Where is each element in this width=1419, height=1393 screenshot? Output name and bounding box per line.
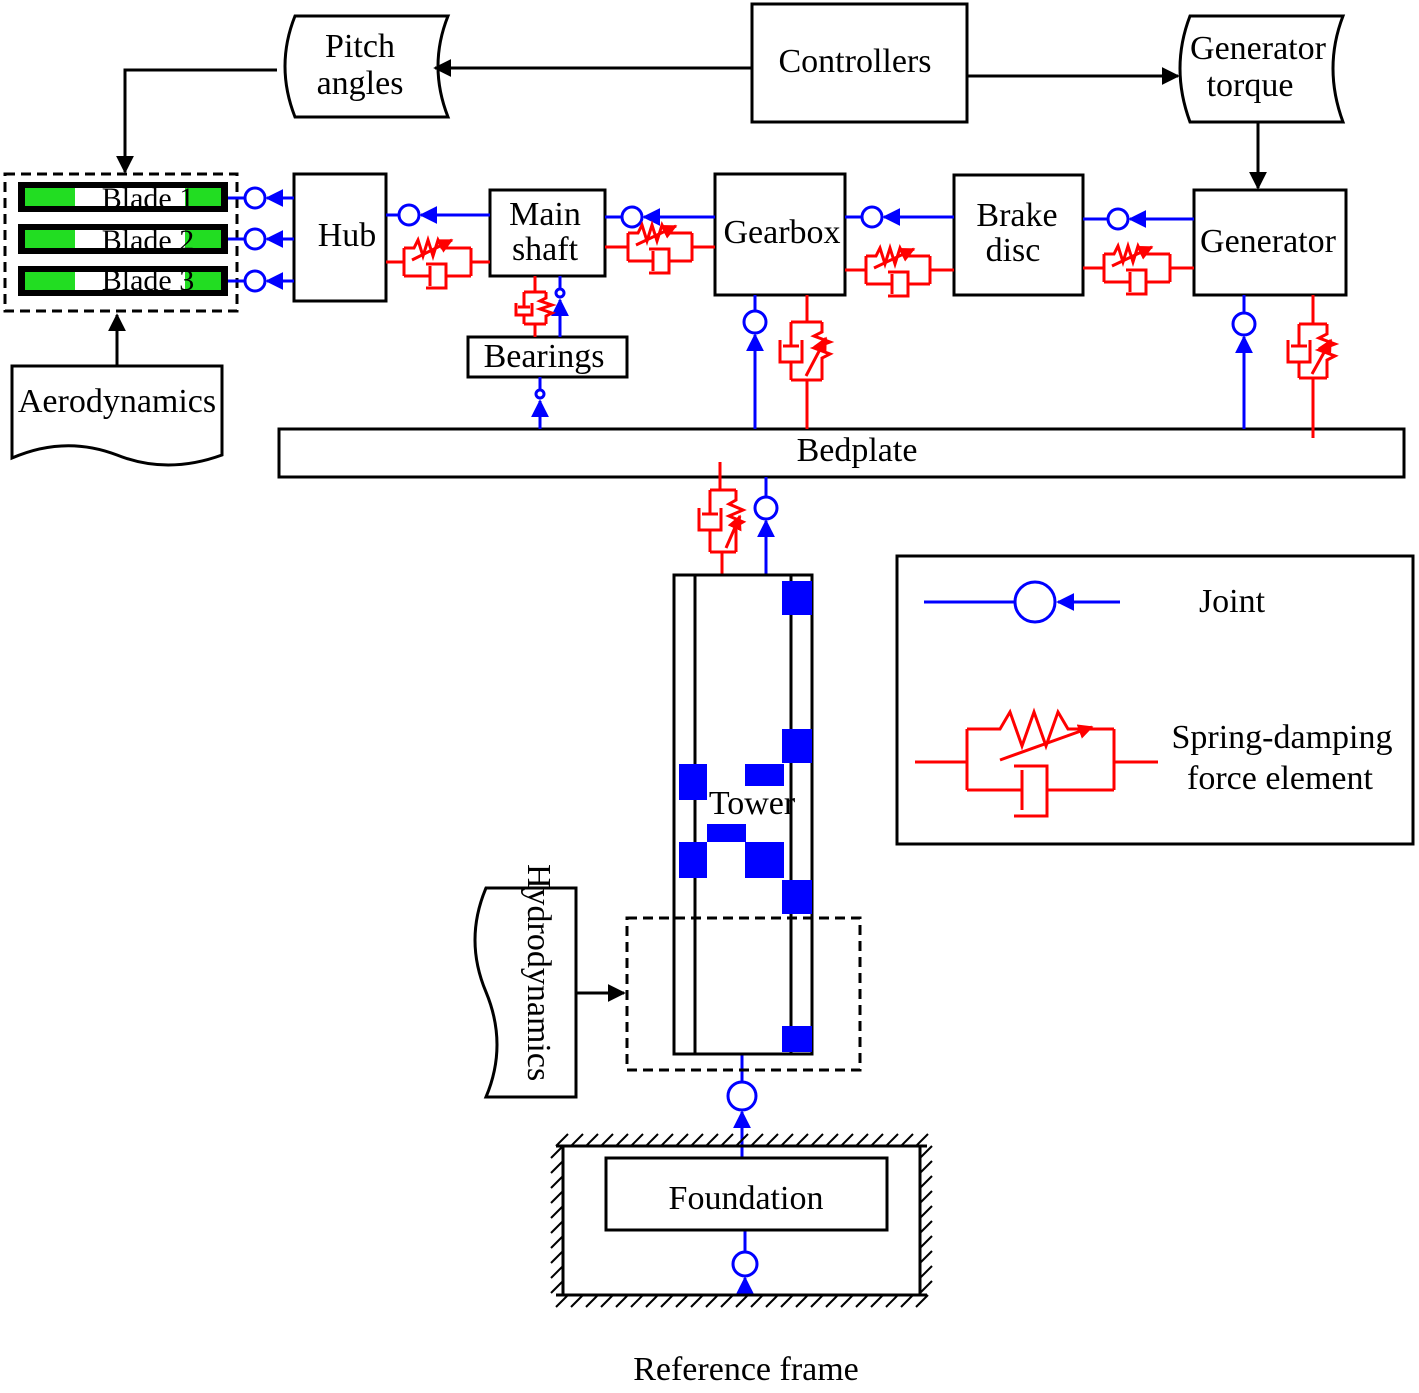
submerged-region <box>625 916 862 1072</box>
brake-disc-label-2: disc <box>986 232 1041 269</box>
legend: Joint Spring-damping force element <box>895 554 1415 846</box>
gearbox-label: Gearbox <box>723 214 840 251</box>
blade-2-label: Blade 2 <box>102 224 194 257</box>
bearings-block: Bearings <box>466 335 629 379</box>
joint-main-shaft-bearings <box>551 276 569 337</box>
spring-dampers <box>386 219 1340 575</box>
blade-3: Blade 3 <box>18 264 228 297</box>
aerodynamics-label: Aerodynamics <box>18 383 216 420</box>
bedplate-label: Bedplate <box>797 432 918 469</box>
main-shaft-label-2: shaft <box>512 231 579 268</box>
blade-2: Blade 2 <box>18 224 228 257</box>
spring-damper-bedplate-tower <box>697 462 747 575</box>
blade-3-label: Blade 3 <box>102 264 194 297</box>
reference-frame-block: Reference frame <box>550 1133 933 1388</box>
joint-gearbox-bedplate <box>742 295 768 429</box>
legend-spring-damper-symbol <box>915 707 1158 818</box>
joint-blade-2-hub <box>228 227 294 251</box>
joint-foundation-reference <box>731 1230 759 1295</box>
tower-block: Tower <box>625 573 862 1072</box>
foundation-block: Foundation <box>604 1156 889 1232</box>
joint-hub-main-shaft <box>386 203 490 227</box>
spring-damper-gearbox-brake-disc <box>845 242 954 298</box>
tower-marks <box>679 581 812 1052</box>
spring-damper-main-shaft-gearbox <box>605 219 715 275</box>
reference-frame-label: Reference frame <box>633 1351 859 1388</box>
generator-block: Generator <box>1192 188 1348 297</box>
controllers-label: Controllers <box>779 43 932 80</box>
signal-arrows <box>108 59 1267 366</box>
bearings-label: Bearings <box>484 338 605 375</box>
generator-torque-label-2: torque <box>1207 67 1294 104</box>
main-shaft-label-1: Main <box>509 196 581 233</box>
hub-block: Hub <box>292 172 388 303</box>
spring-damper-main-shaft-bearings <box>514 276 557 337</box>
joint-bearings-bedplate <box>531 377 549 429</box>
foundation-label: Foundation <box>669 1180 824 1217</box>
blades-group: Blade 1 Blade 2 Blade 3 <box>3 172 239 313</box>
legend-joint-label: Joint <box>1199 583 1266 620</box>
joint-brake-disc-generator <box>1083 207 1194 231</box>
spring-damper-gearbox-bedplate <box>778 295 835 429</box>
pitch-angles-signal: Pitch angles <box>283 14 451 119</box>
joint-tower-foundation <box>726 1054 758 1158</box>
joint-blade-3-hub <box>228 269 294 293</box>
joint-gearbox-brake-disc <box>845 205 954 229</box>
generator-torque-signal: Generator torque <box>1178 14 1346 124</box>
pitch-angles-label-2: angles <box>317 65 404 102</box>
bedplate-block: Bedplate <box>277 427 1406 479</box>
main-shaft-block: Main shaft <box>488 188 607 278</box>
legend-spring-damping-label-1: Spring-damping <box>1172 719 1393 756</box>
hydrodynamics-label: Hydrodynamics <box>520 864 557 1081</box>
legend-spring-damping-label-2: force element <box>1187 760 1373 797</box>
blade-1: Blade 1 <box>18 182 228 215</box>
pitch-angles-label-1: Pitch <box>325 28 395 65</box>
brake-disc-block: Brake disc <box>952 173 1085 297</box>
joint-blade-1-hub <box>228 186 294 210</box>
joint-main-shaft-gearbox <box>605 205 715 229</box>
hydrodynamics-signal: Hydrodynamics <box>473 864 626 1099</box>
brake-disc-label-1: Brake <box>976 197 1057 234</box>
joints <box>228 186 1257 1295</box>
gearbox-block: Gearbox <box>713 172 847 297</box>
aerodynamics-signal: Aerodynamics <box>10 364 224 467</box>
ground-hatching <box>550 1133 933 1308</box>
hub-label: Hub <box>318 217 377 254</box>
spring-damper-brake-disc-generator <box>1083 240 1194 296</box>
spring-damper-hub-main-shaft <box>386 234 490 290</box>
generator-label: Generator <box>1200 223 1337 260</box>
controllers-block: Controllers <box>750 2 969 124</box>
spring-damper-generator-bedplate <box>1286 295 1340 438</box>
generator-torque-label-1: Generator <box>1190 30 1327 67</box>
joint-generator-bedplate <box>1231 295 1257 429</box>
joint-bedplate-tower <box>753 477 779 575</box>
tower-label: Tower <box>709 785 796 822</box>
blade-1-label: Blade 1 <box>102 182 194 215</box>
legend-joint-symbol <box>924 580 1120 624</box>
